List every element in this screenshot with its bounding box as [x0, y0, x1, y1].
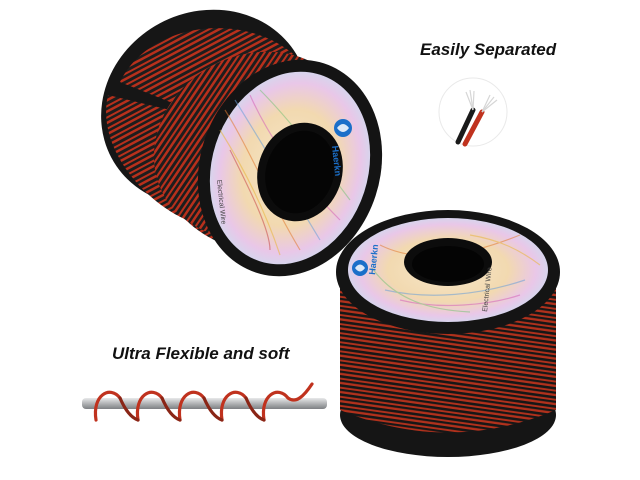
caption-easily-separated: Easily Separated [420, 40, 557, 59]
spool-brand-text: Haerkn [330, 145, 343, 176]
brand-logo-icon [352, 260, 368, 276]
spool-product-text: Electrical Wire [482, 267, 494, 312]
wire-wrapped-rod [82, 382, 327, 422]
spool-product-text: Electrical Wire [215, 179, 227, 224]
caption-ultra-flexible: Ultra Flexible and soft [112, 344, 290, 363]
wire-spool-large: Haerkn Electrical Wire [101, 9, 383, 277]
brand-logo-icon [334, 119, 352, 137]
separated-wire-inset [438, 77, 508, 147]
spool-brand-text: Haerkn [367, 244, 380, 275]
wire-spool-small: Haerkn Electrical Wire [336, 210, 560, 457]
